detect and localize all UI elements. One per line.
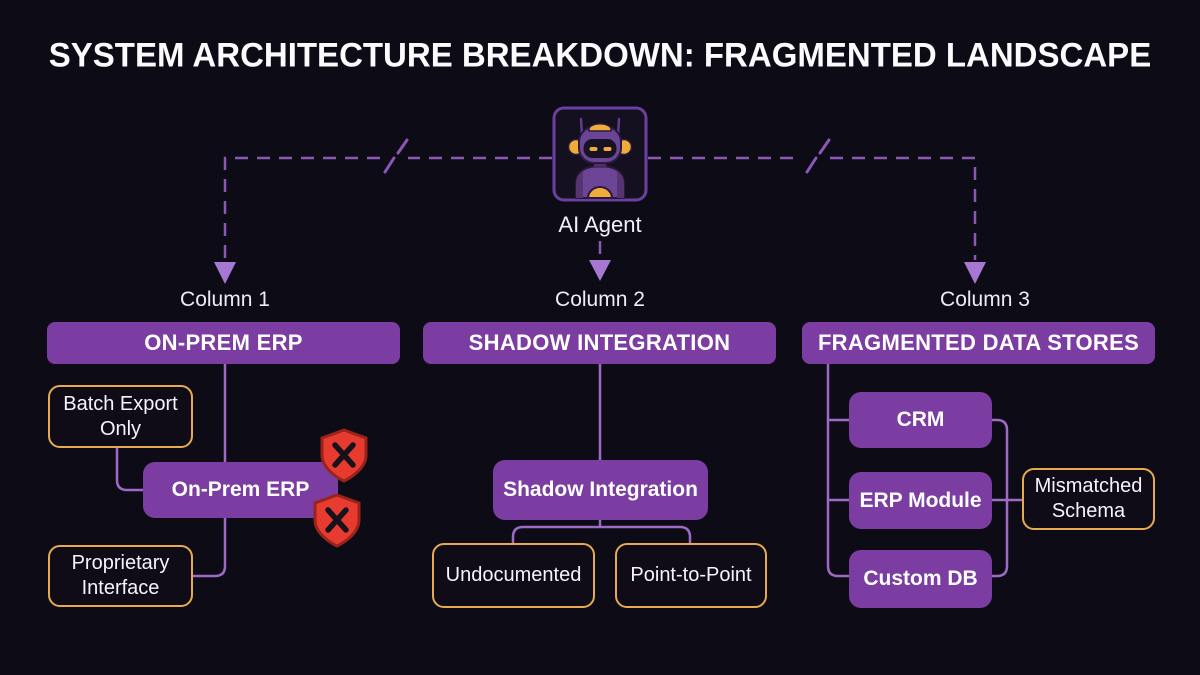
node-batch-export-only: Batch Export Only [48,385,193,448]
column-2-label: Column 2 [555,288,645,311]
dashed-flow-lines [223,156,977,260]
shield-x-icon [313,493,361,548]
arrowhead-icons [214,260,986,284]
page-title: SYSTEM ARCHITECTURE BREAKDOWN: FRAGMENTE… [48,35,1152,74]
node-shadow-integration: Shadow Integration [493,460,708,520]
node-on-prem-erp: On-Prem ERP [143,462,338,518]
node-proprietary-interface: Proprietary Interface [48,545,193,607]
node-erp-module: ERP Module [849,472,992,529]
agent-label: AI Agent [558,212,642,237]
shield-x-icon [320,428,368,483]
node-custom-db: Custom DB [849,550,992,608]
node-point-to-point: Point-to-Point [615,543,767,608]
node-undocumented: Undocumented [432,543,595,608]
column-3-label: Column 3 [940,288,1030,311]
header-on-prem-erp: ON-PREM ERP [47,322,400,364]
header-fragmented-data-stores: FRAGMENTED DATA STORES [802,322,1155,364]
node-crm: CRM [849,392,992,448]
broken-link-slash [383,138,831,174]
robot-icon [552,106,648,202]
header-shadow-integration: SHADOW INTEGRATION [423,322,776,364]
tree-connectors [115,362,1024,578]
node-mismatched-schema: Mismatched Schema [1022,468,1155,530]
column-1-label: Column 1 [180,288,270,311]
